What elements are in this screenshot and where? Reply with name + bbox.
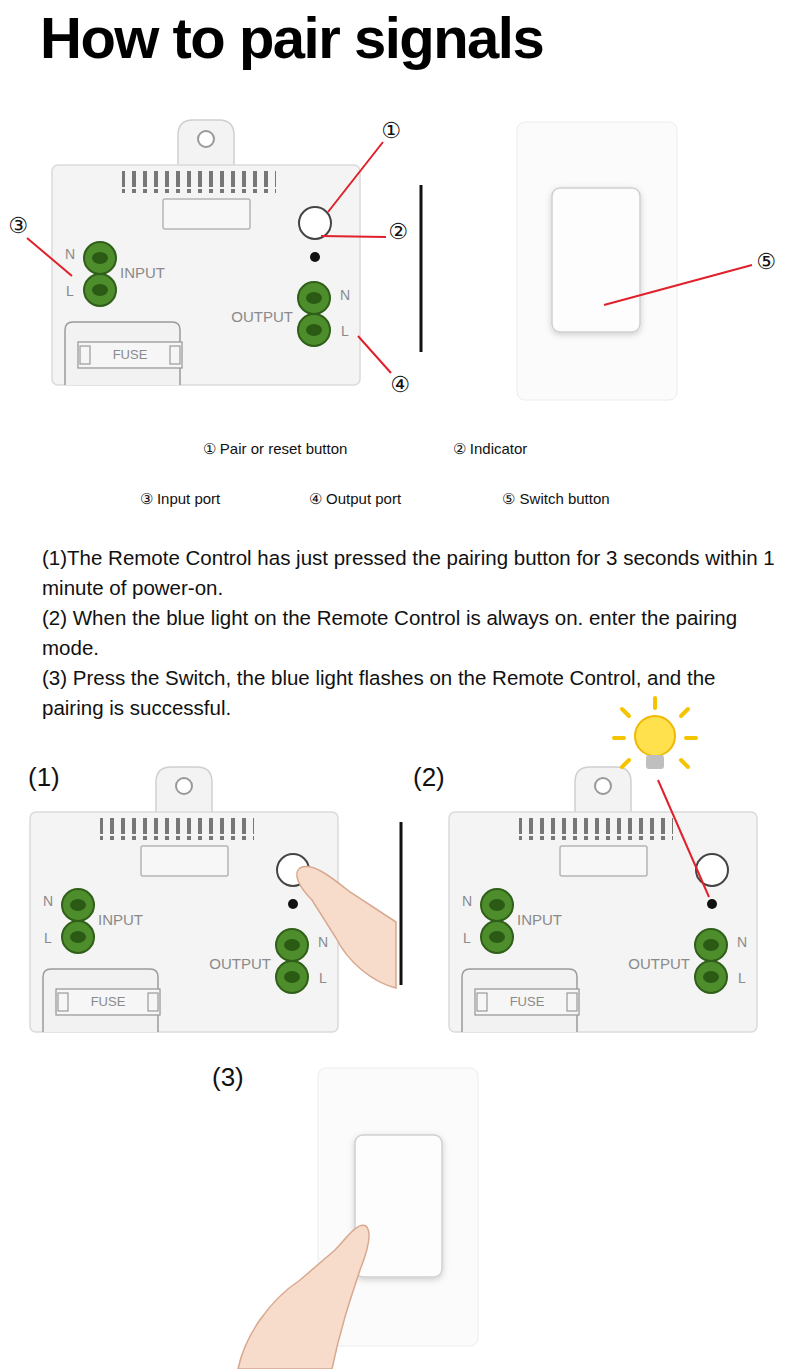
callout-number: ④ [390,373,410,397]
legend-text: ④ Output port [309,491,401,508]
port-label: OUTPUT [628,956,690,973]
hand [238,1225,369,1369]
legend-text: ② Indicator [453,441,528,458]
port-label: OUTPUT [209,956,271,973]
port-label: INPUT [517,912,562,929]
terminal-label: L [738,971,746,986]
callout-number: ③ [8,214,28,238]
fuse-label: FUSE [91,995,126,1009]
receiver-module [52,120,360,385]
terminal-label: L [319,971,327,986]
fuse-label: FUSE [113,348,148,362]
receiver-module [449,767,757,1032]
terminal-label: N [43,894,53,909]
terminal-label: N [65,247,75,262]
callout-number: ① [381,119,401,143]
divider [400,822,403,985]
legend-text: ① Pair or reset button [203,441,348,458]
terminal-label: L [341,324,349,339]
terminal-label: L [463,931,471,946]
leader-line [27,142,752,373]
receiver-module [30,767,338,1032]
terminal-label: N [318,935,328,950]
legend-text: ③ Input port [140,491,221,508]
step-number: (2) [413,763,445,792]
instruction-step: (3) Press the Switch, the blue light fla… [42,663,780,723]
step-number: (1) [28,763,60,792]
terminal-label: N [340,288,350,303]
callout-number: ⑤ [756,250,776,274]
port-label: OUTPUT [231,309,293,326]
terminal-label: N [462,894,472,909]
terminal-label: L [44,931,52,946]
instruction-step: (1)The Remote Control has just pressed t… [42,543,780,603]
page-title: How to pair signals [40,4,543,71]
step-number: (3) [212,1063,244,1092]
light-bulb [614,698,709,897]
divider [420,185,423,352]
fuse-label: FUSE [510,995,545,1009]
hand [297,867,396,988]
terminal-label: L [66,284,74,299]
wall-switch [517,122,677,400]
terminal-label: N [737,935,747,950]
callout-number: ② [388,220,408,244]
port-label: INPUT [120,265,165,282]
instruction-step: (2) When the blue light on the Remote Co… [42,603,780,663]
legend-text: ⑤ Switch button [502,491,609,508]
instructions: (1)The Remote Control has just pressed t… [42,543,780,723]
port-label: INPUT [98,912,143,929]
